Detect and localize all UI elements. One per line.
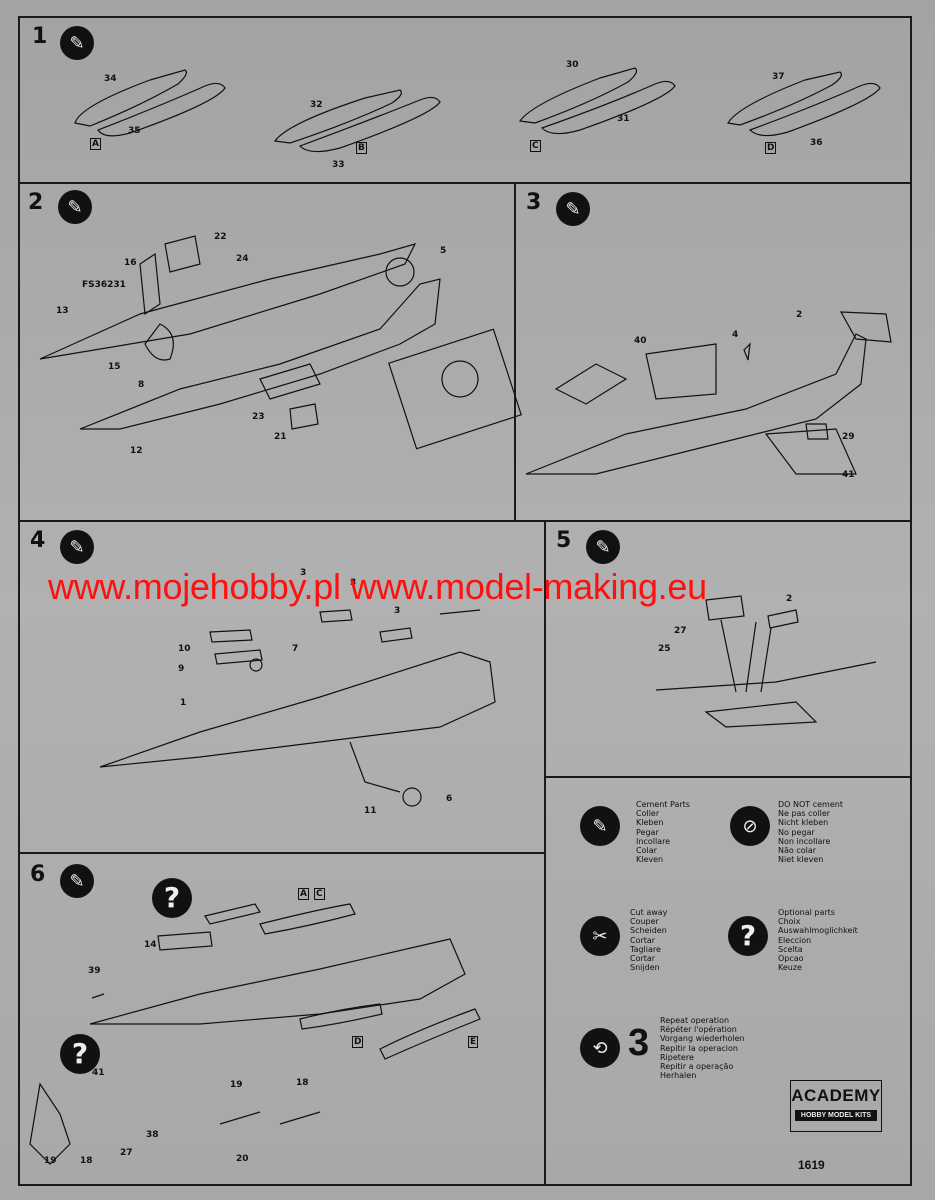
part-label: 34 <box>104 74 117 84</box>
part-label: 25 <box>658 644 671 654</box>
step-number: 1 <box>32 24 48 49</box>
part-label: 23 <box>252 412 265 422</box>
part-label: 19 <box>44 1156 57 1166</box>
repeat-icon: ⟲ <box>580 1028 620 1068</box>
part-label: C <box>314 888 325 900</box>
part-label: 1 <box>180 698 187 708</box>
part-label: D <box>352 1036 364 1048</box>
brand-subtitle: HOBBY MODEL KITS <box>795 1110 877 1121</box>
part-label: 18 <box>80 1156 93 1166</box>
part-label: 41 <box>92 1068 105 1078</box>
part-label: 20 <box>236 1154 249 1164</box>
cut-legend: Cut away Couper Scheiden Cortar Tagliare… <box>630 908 668 973</box>
part-label: 2 <box>796 310 803 320</box>
part-label: 33 <box>332 160 345 170</box>
part-label: 38 <box>146 1130 159 1140</box>
cement-icon: ✎ <box>580 806 620 846</box>
part-label: 14 <box>144 940 157 950</box>
part-label: 22 <box>214 232 227 242</box>
part-label: A <box>298 888 309 900</box>
part-label: 3 <box>394 606 401 616</box>
part-label: 39 <box>88 966 101 976</box>
step-number: 6 <box>30 862 46 887</box>
brand-name: ACADEMY <box>791 1086 881 1105</box>
part-label: 19 <box>230 1080 243 1090</box>
part-label: 41 <box>842 470 855 480</box>
cement-icon: ✎ <box>60 530 94 564</box>
cement-icon: ✎ <box>556 192 590 226</box>
part-label: B <box>356 142 367 154</box>
step-5-panel: 5 ✎ 27 25 2 <box>544 520 912 778</box>
optional-icon: ? <box>152 878 192 918</box>
part-label: 29 <box>842 432 855 442</box>
cement-icon: ✎ <box>60 864 94 898</box>
cement-icon: ✎ <box>586 530 620 564</box>
part-label: 18 <box>296 1078 309 1088</box>
step-number: 2 <box>28 190 44 215</box>
stores-drawing <box>29 903 481 1165</box>
part-label: 15 <box>108 362 121 372</box>
wing-assembly-drawing <box>525 311 892 475</box>
part-label: 13 <box>56 306 69 316</box>
step-number: 5 <box>556 528 572 553</box>
step-number: 3 <box>526 190 542 215</box>
part-label: 12 <box>130 446 143 456</box>
part-label: 36 <box>810 138 823 148</box>
part-label: 3 <box>300 568 307 578</box>
part-label: 21 <box>274 432 287 442</box>
part-label: 11 <box>364 806 377 816</box>
step-3-panel: 3 ✎ 2 40 4 29 41 <box>514 182 912 522</box>
part-label: D <box>765 142 777 154</box>
part-label: FS36231 <box>82 280 126 290</box>
repeat-legend: Repeat operation Répéter l'opération Vor… <box>660 1016 745 1081</box>
part-label: 8 <box>138 380 145 390</box>
brand-logo: ACADEMY HOBBY MODEL KITS <box>790 1080 882 1132</box>
step-6-panel: 6 ✎ ? ? A C 14 39 41 38 27 19 18 20 19 <box>18 852 546 1186</box>
no-cement-icon: ⊘ <box>730 806 770 846</box>
step-1-panel: 1 ✎ 34 35 32 33 30 31 37 36 A B C D <box>18 16 912 184</box>
part-label: 6 <box>446 794 453 804</box>
optional-icon: ? <box>60 1034 100 1074</box>
part-label: E <box>468 1036 479 1048</box>
kit-code: 1619 <box>798 1158 825 1172</box>
part-label: A <box>90 138 101 150</box>
part-label: 31 <box>617 114 630 124</box>
step-2-panel: 2 ✎ 16 22 24 FS36231 13 15 8 5 23 21 1 <box>18 182 522 522</box>
part-label: 7 <box>292 644 299 654</box>
part-label: 9 <box>178 664 185 674</box>
part-label: C <box>530 140 541 152</box>
cement-icon: ✎ <box>60 26 94 60</box>
cement-legend: Cement Parts Coller Kleben Pegar Incolla… <box>636 800 690 865</box>
cement-icon: ✎ <box>58 190 92 224</box>
part-label: 5 <box>440 246 447 256</box>
part-label: 10 <box>178 644 191 654</box>
part-label: 37 <box>772 72 785 82</box>
landing-gear-drawing <box>99 609 496 807</box>
part-label: 27 <box>120 1148 133 1158</box>
optional-icon: ? <box>728 916 768 956</box>
optional-legend: Optional parts Choix Auswahlmoglichkeit … <box>778 908 858 973</box>
knife-icon: ✂ <box>580 916 620 956</box>
part-label: 30 <box>566 60 579 70</box>
part-label: 16 <box>124 258 137 268</box>
part-label: 4 <box>732 330 739 340</box>
part-label: 32 <box>310 100 323 110</box>
watermark-text: www.mojehobby.pl www.model-making.eu <box>48 566 707 607</box>
part-label: 27 <box>674 626 687 636</box>
part-label: 35 <box>128 126 141 136</box>
repeat-count: 3 <box>628 1022 650 1064</box>
step-number: 4 <box>30 528 46 553</box>
part-label: 40 <box>634 336 647 346</box>
part-label: 3 <box>350 578 357 588</box>
fuselage-drawing <box>39 235 522 450</box>
part-label: 24 <box>236 254 249 264</box>
main-gear-drawing <box>655 595 877 728</box>
fuel-tanks-drawing <box>74 67 881 153</box>
no-cement-legend: DO NOT cement Ne pas coller Nicht kleben… <box>778 800 843 865</box>
part-label: 2 <box>786 594 793 604</box>
